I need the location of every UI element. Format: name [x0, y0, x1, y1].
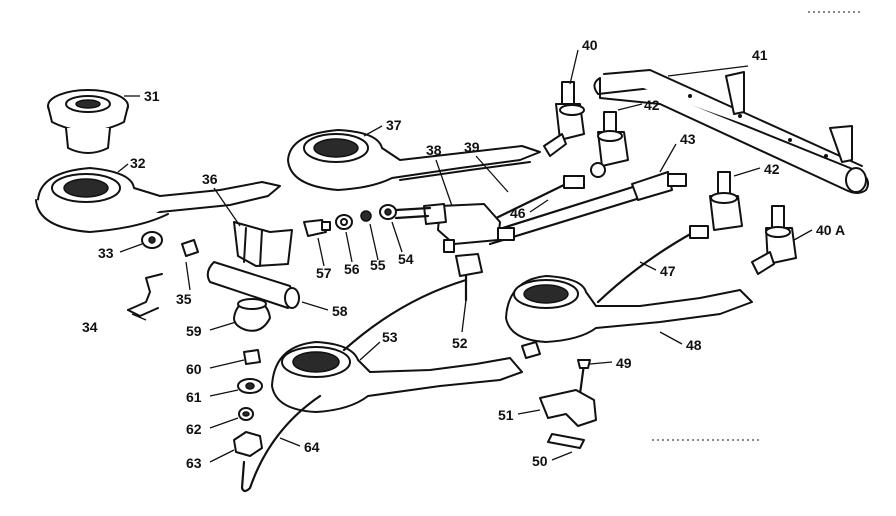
part-59-burner-base [233, 298, 271, 332]
label-50: 50 [532, 453, 548, 469]
part-38-orifice-holder [423, 203, 515, 253]
label-63: 63 [186, 455, 202, 471]
part-34-clip [127, 273, 163, 317]
label-37: 37 [386, 117, 402, 133]
leader-lines [117, 49, 813, 463]
part-33-fitting [141, 231, 163, 249]
part-39-tube [394, 206, 432, 220]
part-42-gas-valve-lower [709, 171, 743, 231]
label-41: 41 [752, 47, 768, 63]
label-51: 51 [498, 407, 514, 423]
part-35-screw [181, 239, 199, 257]
label-40: 40 [582, 37, 598, 53]
label-38: 38 [426, 142, 442, 158]
part-42-gas-valve-upper [590, 111, 629, 178]
part-63-nut [233, 431, 263, 457]
part-46-tube [486, 175, 585, 224]
part-40a-gas-valve [751, 205, 797, 275]
part-55-nut [360, 210, 372, 222]
part-56-washer [335, 214, 353, 230]
label-59: 59 [186, 323, 202, 339]
label-64: 64 [304, 439, 320, 455]
part-32-burner-assembly [35, 167, 281, 233]
label-34: 34 [82, 319, 98, 335]
label-48: 48 [686, 337, 702, 353]
part-52-air-shutter [455, 253, 483, 302]
part-number-labels: 31 32 33 34 35 36 37 38 39 40 40 A 41 42… [82, 37, 845, 471]
part-60-screw [243, 349, 261, 365]
label-60: 60 [186, 361, 202, 377]
part-64-tube [240, 394, 322, 493]
part-31-burner-head [47, 89, 129, 154]
label-42-lower: 42 [764, 161, 780, 177]
label-58: 58 [332, 303, 348, 319]
label-32: 32 [130, 155, 146, 171]
part-58-mixer-tube [206, 261, 300, 309]
label-57: 57 [316, 265, 332, 281]
part-47-tube [596, 225, 709, 304]
label-42-upper: 42 [644, 97, 660, 113]
label-39: 39 [464, 139, 480, 155]
part-62-nut [238, 407, 254, 421]
part-50-plate [547, 433, 585, 449]
label-49: 49 [616, 355, 632, 371]
label-61: 61 [186, 389, 202, 405]
label-62: 62 [186, 421, 202, 437]
part-40-gas-valve [543, 81, 585, 157]
part-57-orifice [303, 219, 331, 237]
label-47: 47 [660, 263, 676, 279]
label-40a: 40 A [816, 222, 845, 238]
part-43-fitting-tube [488, 171, 687, 246]
part-51-bracket [539, 389, 597, 427]
label-31: 31 [144, 88, 160, 104]
part-41-manifold-pipe [593, 69, 869, 194]
part-53-burner-assembly [271, 341, 523, 413]
label-56: 56 [344, 261, 360, 277]
label-36: 36 [202, 171, 218, 187]
part-54-fitting [379, 204, 397, 220]
part-48-burner-assembly [505, 275, 753, 343]
part-49-screw [577, 359, 591, 396]
fitting-near-burner [521, 341, 541, 359]
label-52: 52 [452, 335, 468, 351]
part-37-burner-assembly [287, 129, 541, 191]
label-46: 46 [510, 205, 526, 221]
label-55: 55 [370, 257, 386, 273]
part-61-washer [237, 378, 263, 394]
connecting-tube [342, 278, 468, 352]
label-35: 35 [176, 291, 192, 307]
label-53: 53 [382, 329, 398, 345]
part-36-bracket [233, 221, 293, 267]
label-54: 54 [398, 251, 414, 267]
label-33: 33 [98, 245, 114, 261]
label-43: 43 [680, 131, 696, 147]
